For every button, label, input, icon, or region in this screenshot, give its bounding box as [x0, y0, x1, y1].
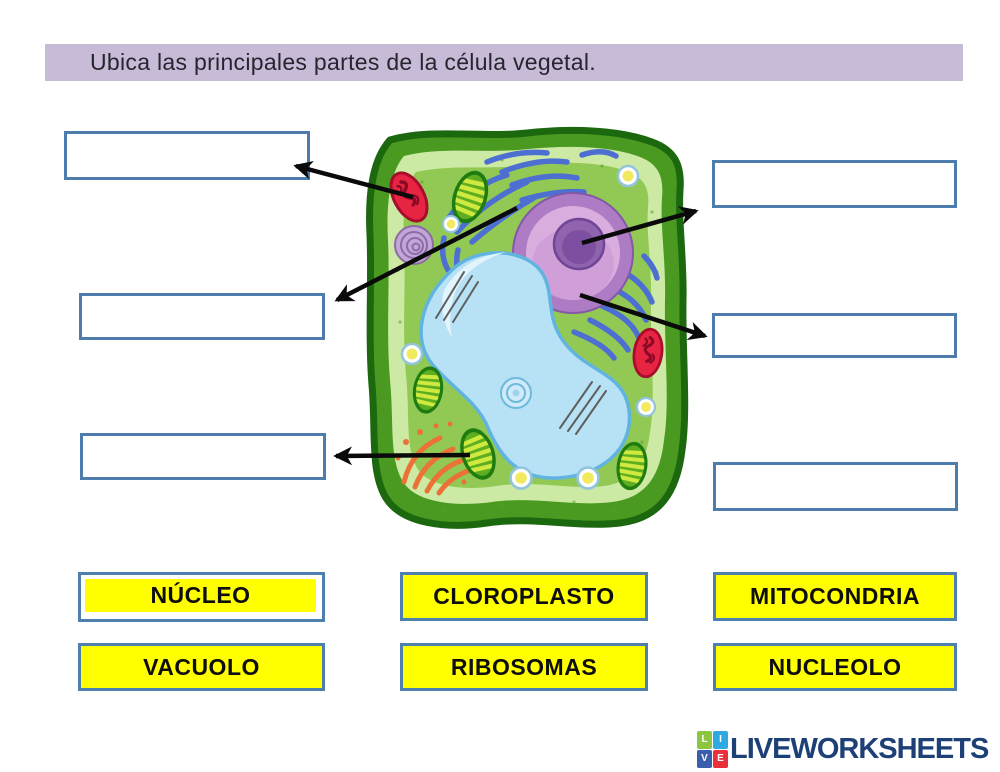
word-chip-nucleolo[interactable]: NUCLEOLO: [713, 643, 957, 691]
instruction-text: Ubica las principales partes de la célul…: [90, 49, 596, 75]
logo-square-e: E: [713, 749, 728, 768]
word-chip-mitocondria[interactable]: MITOCONDRIA: [713, 572, 957, 621]
logo-square-l: L: [697, 730, 712, 749]
answer-box-right-3[interactable]: [713, 462, 958, 511]
word-chip-ribosomas[interactable]: RIBOSOMAS: [400, 643, 648, 691]
answer-box-left-3[interactable]: [80, 433, 326, 480]
answer-box-left-1[interactable]: [64, 131, 310, 180]
answer-box-right-1[interactable]: [712, 160, 957, 208]
logo-wordmark: LIVEWORKSHEETS: [730, 732, 989, 765]
answer-box-left-2[interactable]: [79, 293, 325, 340]
answer-box-right-2[interactable]: [712, 313, 957, 358]
plant-cell-illustration: [366, 126, 689, 529]
word-chip-vacuolo[interactable]: VACUOLO: [78, 643, 325, 691]
word-chip-cloroplasto[interactable]: CLOROPLASTO: [400, 572, 648, 621]
word-slot-nucleo: NÚCLEO: [78, 572, 325, 622]
vacuole-rings: [500, 377, 532, 409]
instruction-bar: Ubica las principales partes de la célul…: [45, 44, 963, 81]
liveworksheets-logo[interactable]: L I V E LIVEWORKSHEETS: [697, 729, 989, 769]
word-chip-nucleo[interactable]: NÚCLEO: [85, 579, 316, 612]
liveworksheets-logo-icon: L I V E: [697, 730, 728, 768]
golgi-spiral: [394, 225, 434, 265]
logo-square-v: V: [697, 749, 712, 768]
logo-square-i: I: [713, 730, 728, 749]
